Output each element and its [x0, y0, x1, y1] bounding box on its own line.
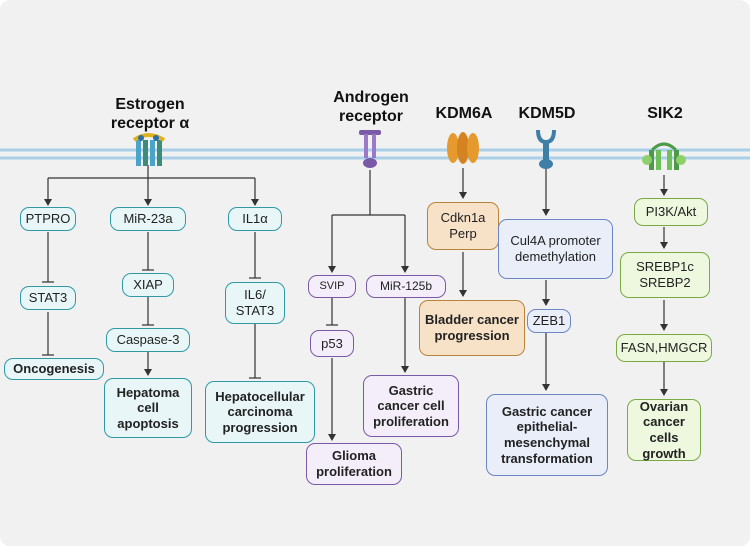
node-svip: SVIP: [308, 275, 356, 298]
node-ptpro: PTPRO: [20, 207, 76, 231]
node-caspase3: Caspase-3: [106, 328, 190, 352]
header-sik2: SIK2: [647, 105, 683, 122]
header-androgen-receptor: Androgen receptor: [333, 89, 409, 126]
node-fasn-hmgcr: FASN,HMGCR: [616, 334, 712, 362]
header-estrogen-receptor: Estrogen receptor α: [110, 96, 190, 133]
estrogen-receptor-icon: [132, 133, 166, 166]
node-ovarian-growth: Ovarian cancer cells growth: [627, 399, 701, 461]
node-il6-stat3: IL6/ STAT3: [225, 282, 285, 324]
node-hepatoma-apoptosis: Hepatoma cell apoptosis: [104, 378, 192, 438]
androgen-receptor-icon: [359, 130, 381, 168]
node-cdkn1a-perp: Cdkn1a Perp: [427, 202, 499, 250]
node-glioma-proliferation: Glioma proliferation: [306, 443, 402, 485]
node-mir23a: MiR-23a: [110, 207, 186, 231]
node-zeb1: ZEB1: [527, 309, 571, 333]
node-il1a: IL1α: [228, 207, 282, 231]
node-oncogenesis: Oncogenesis: [4, 358, 104, 380]
node-pi3k-akt: PI3K/Akt: [634, 198, 708, 226]
node-stat3: STAT3: [20, 286, 76, 310]
sik2-icon: [642, 142, 686, 170]
node-srebp: SREBP1c SREBP2: [620, 252, 710, 298]
node-hepatocellular-carcinoma: Hepatocellular carcinoma progression: [205, 381, 315, 443]
header-kdm5d: KDM5D: [518, 105, 576, 122]
node-cul4a-demethylation: Cul4A promoter demethylation: [498, 219, 613, 279]
kdm6a-icon: [447, 132, 479, 164]
kdm5d-icon: [536, 129, 556, 169]
node-p53: p53: [310, 330, 354, 357]
node-gastric-proliferation: Gastric cancer cell proliferation: [363, 375, 459, 437]
header-kdm6a: KDM6A: [435, 105, 493, 122]
node-mir125b: MiR-125b: [366, 275, 446, 298]
node-xiap: XIAP: [122, 273, 174, 297]
node-bladder-progression: Bladder cancer progression: [419, 300, 525, 356]
node-gastric-emt: Gastric cancer epithelial-mesenchymal tr…: [486, 394, 608, 476]
